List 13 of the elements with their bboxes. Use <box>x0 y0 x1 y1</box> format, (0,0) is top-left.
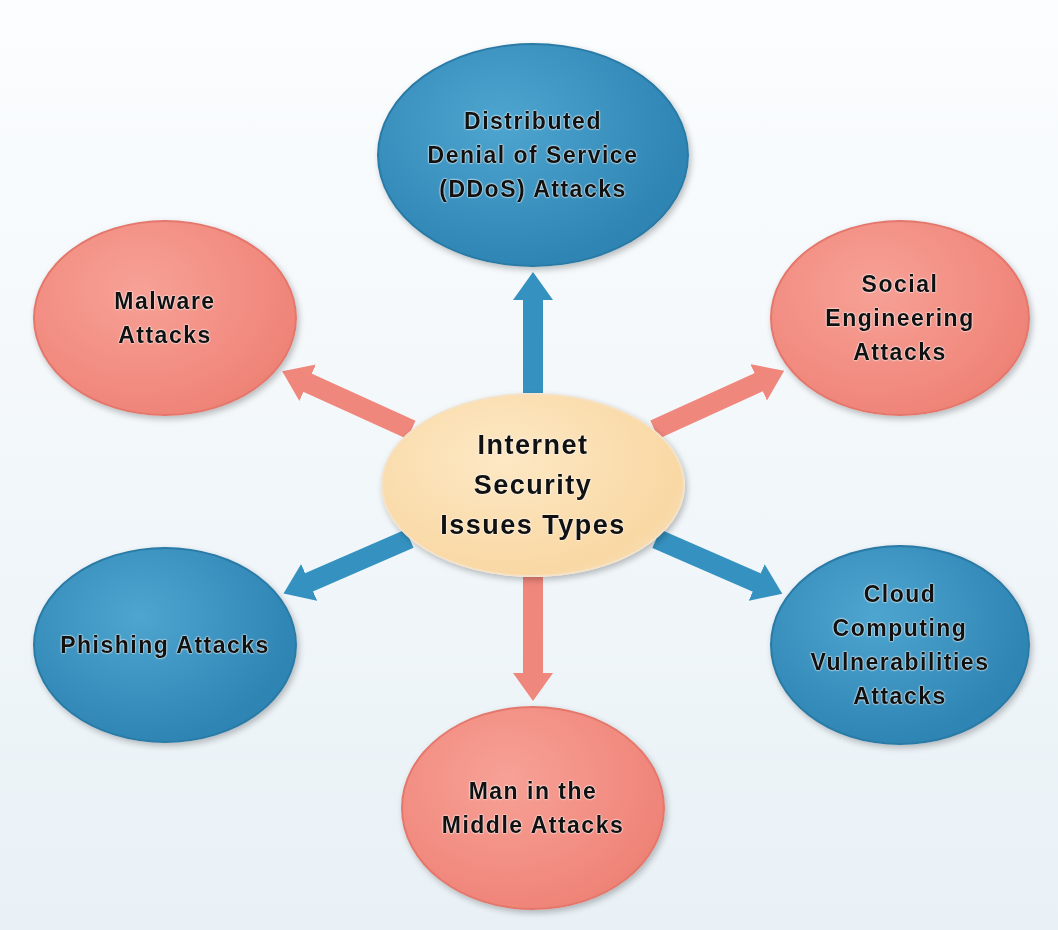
ellipse-label: Cloud Computing Vulnerabilities Attacks <box>809 580 991 711</box>
block-arrow <box>283 529 414 601</box>
block-arrow <box>652 529 783 601</box>
block-arrow <box>282 364 416 439</box>
ellipse-label: Distributed Denial of Service (DDoS) Attacks <box>426 107 640 204</box>
block-arrow <box>650 364 785 439</box>
ellipse-label: Phishing Attacks <box>60 631 270 660</box>
block-arrow <box>513 577 553 701</box>
block-arrow <box>513 272 553 393</box>
ellipse-label: Malware Attacks <box>113 287 217 350</box>
ellipse-label: Internet Security Issues Types <box>439 429 627 542</box>
ellipse-label: Man in the Middle Attacks <box>440 777 626 840</box>
ellipse-label: Social Engineering Attacks <box>824 270 976 367</box>
